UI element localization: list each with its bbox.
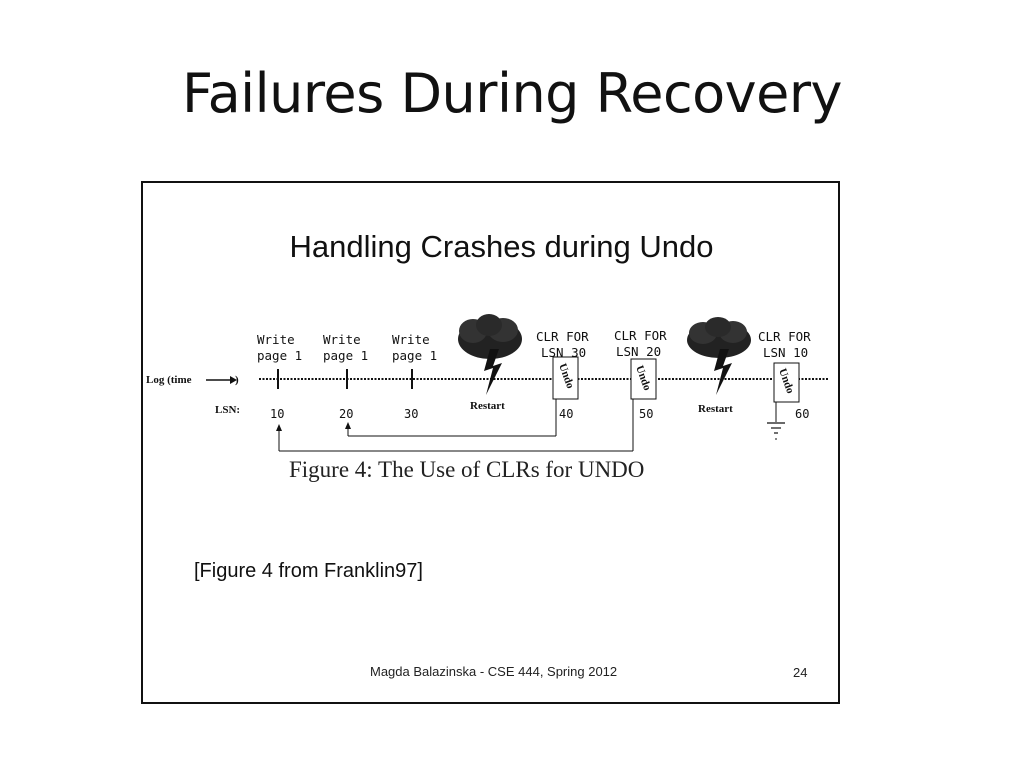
page-number: 24	[793, 665, 808, 680]
lsn-value: 20	[339, 407, 353, 421]
lsn-value: 40	[559, 407, 573, 421]
lsn-value: 10	[270, 407, 284, 421]
log-record-write-30: Write page 1 30	[392, 332, 437, 421]
lsn-value: 50	[639, 407, 653, 421]
restart-label: Restart	[470, 400, 505, 412]
crash-storm-icon	[687, 317, 751, 395]
axis-label: Log (time	[146, 374, 192, 386]
event-label-line2: LSN 20	[616, 344, 661, 359]
event-label-line2: LSN 30	[541, 345, 586, 360]
undo-box	[630, 358, 657, 400]
event-label-line2: page 1	[323, 348, 368, 363]
axis-arrow-icon: )	[206, 374, 239, 386]
event-label-line1: Write	[323, 332, 361, 347]
citation-text: [Figure 4 from Franklin97]	[194, 560, 423, 582]
embedded-slide-image: Handling Crashes during Undo Log (time )…	[141, 181, 840, 704]
log-record-clr-60: CLR FOR LSN 10 Undo 60	[758, 329, 811, 421]
ground-symbol-icon	[767, 402, 785, 440]
event-label-line1: Write	[392, 332, 430, 347]
log-record-clr-50: CLR FOR LSN 20 Undo 50	[614, 328, 667, 421]
undo-box	[552, 356, 579, 400]
undo-next-pointer-40-to-20	[345, 399, 557, 437]
undo-box	[773, 362, 800, 403]
figure-caption: Figure 4: The Use of CLRs for UNDO	[289, 457, 645, 482]
restart-label: Restart	[698, 403, 733, 415]
page-title: Failures During Recovery	[181, 62, 843, 125]
lsn-label: LSN:	[215, 404, 240, 416]
log-record-write-10: Write page 1 10	[257, 332, 302, 421]
event-label-line2: LSN 10	[763, 345, 808, 360]
lsn-value: 60	[795, 407, 809, 421]
embedded-slide-title: Handling Crashes during Undo	[289, 229, 714, 264]
event-label-line1: CLR FOR	[536, 329, 589, 344]
footer-text: Magda Balazinska - CSE 444, Spring 2012	[370, 664, 618, 679]
log-record-write-20: Write page 1 20	[323, 332, 368, 421]
undo-next-pointer-50-to-10	[276, 399, 634, 452]
event-label-line2: page 1	[257, 348, 302, 363]
event-label-line1: Write	[257, 332, 295, 347]
log-record-clr-40: CLR FOR LSN 30 Undo 40	[536, 329, 589, 421]
lsn-value: 30	[404, 407, 418, 421]
event-label-line2: page 1	[392, 348, 437, 363]
event-label-line1: CLR FOR	[758, 329, 811, 344]
event-label-line1: CLR FOR	[614, 328, 667, 343]
crash-storm-icon	[458, 314, 522, 395]
svg-text:): )	[235, 374, 239, 386]
clr-undo-diagram: Log (time ) LSN: Write page 1 10 Write p…	[146, 314, 829, 452]
